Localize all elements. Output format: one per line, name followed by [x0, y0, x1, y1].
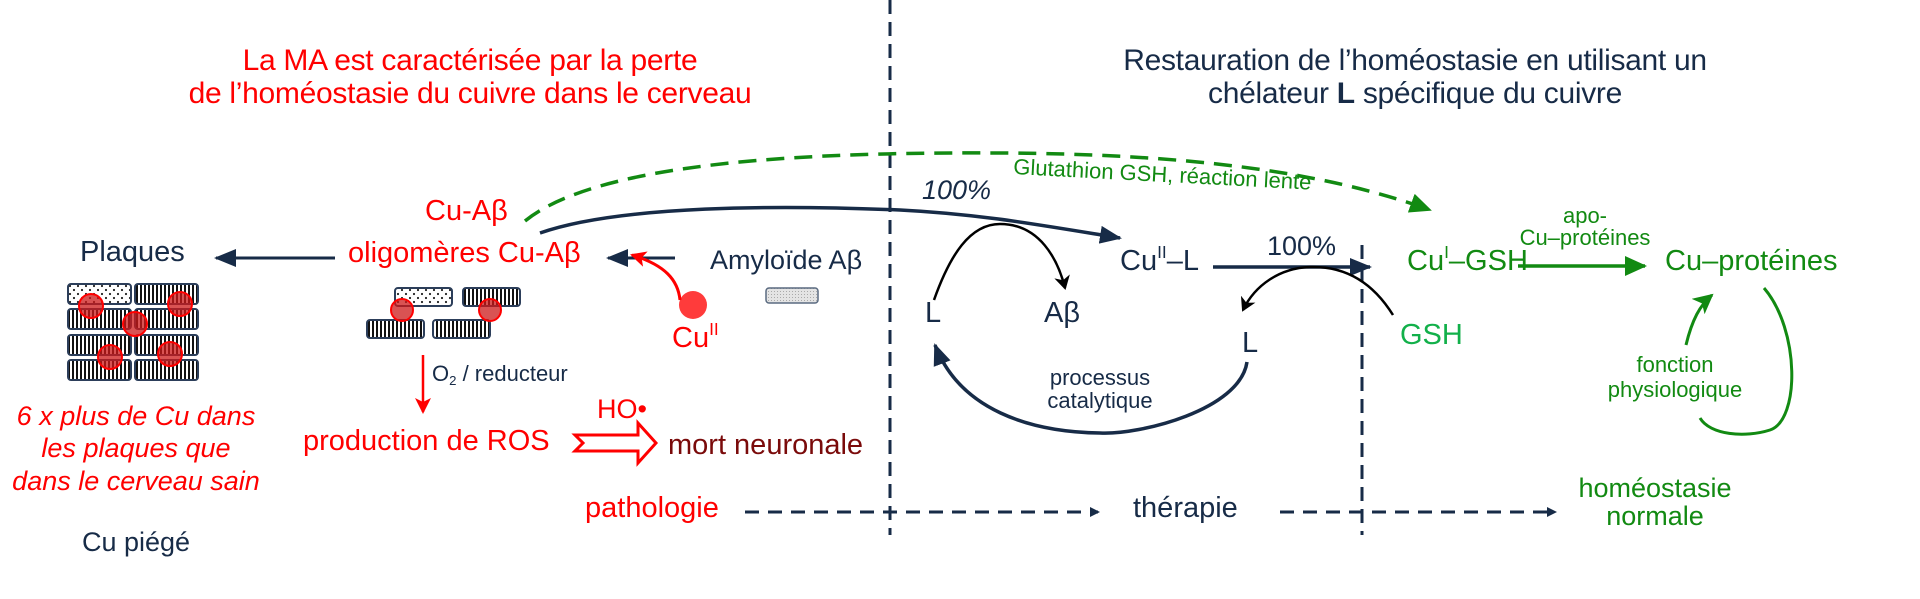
arrow-physiological-return: [1684, 293, 1714, 346]
amyloid-monomer-block: [765, 287, 819, 304]
left-title-line1: La MA est caractérisée par la perte: [242, 44, 698, 77]
right-title-line1: Restauration de l’homéostasie en utilisa…: [1123, 44, 1707, 77]
label-cu-abeta: Cu-Aβ: [425, 195, 508, 227]
copper-ion: [122, 311, 148, 337]
arrow-cu-abeta-to-cu-l: [539, 205, 1122, 244]
label-pathology: pathologie: [585, 492, 719, 524]
label-neuronal-death: mort neuronale: [668, 429, 864, 461]
oligomers-illustration: [366, 287, 521, 339]
label-hydroxyl-radical: HO•: [597, 394, 647, 424]
label-ros-production: production de ROS: [303, 425, 550, 457]
left-title: La MA est caractérisée par la perte de l…: [150, 44, 790, 110]
label-pct-mid: 100%: [1267, 231, 1337, 261]
label-l-left: L: [925, 297, 942, 329]
label-o2-reducer: O2 / reducteur: [432, 361, 568, 388]
left-title-line2: de l’homéostasie du cuivre dans le cerve…: [188, 77, 752, 110]
arrow-gsh-releases-l: [1240, 265, 1395, 316]
label-therapy: thérapie: [1133, 492, 1238, 524]
copper-ion: [390, 298, 414, 322]
label-cu-ii-l: CuII–L: [1120, 241, 1200, 277]
label-plaques: Plaques: [80, 236, 185, 268]
arrow-cu-binding: [630, 251, 682, 301]
label-physiological-function: fonction physiologique: [1607, 352, 1743, 403]
plaques-illustration: [67, 283, 199, 381]
hollow-arrow-ho: [571, 419, 659, 467]
right-title-line2: chélateur L spécifique du cuivre: [1208, 77, 1622, 110]
arrow-catalytic-cycle: [933, 343, 1249, 435]
label-cu-ii: CuII: [672, 318, 719, 354]
copper-ion: [167, 291, 193, 317]
label-cu-proteins: Cu–protéines: [1665, 245, 1838, 277]
label-gsh: GSH: [1400, 319, 1463, 351]
copper-ii-ball: [679, 291, 707, 319]
right-title: Restauration de l’homéostasie en utilisa…: [1100, 44, 1730, 110]
label-abeta: Aβ: [1044, 297, 1081, 329]
label-oligomers: oligomères Cu-Aβ: [348, 237, 581, 269]
label-trapped-cu: Cu piégé: [81, 527, 191, 557]
plaques-note: 6 x plus de Cu dans les plaques que dans…: [12, 401, 260, 496]
label-l-right: L: [1242, 327, 1259, 359]
label-normal-homeostasis: homéostasie normale: [1578, 473, 1732, 532]
copper-ion: [478, 298, 502, 322]
label-apo-cu-proteins: apo- Cu–protéines: [1519, 203, 1651, 250]
copper-ion: [157, 341, 183, 367]
label-cu-i-gsh: CuI–GSH: [1407, 241, 1528, 277]
copper-ion: [97, 344, 123, 370]
chelator-symbol: L: [1336, 77, 1355, 110]
arrow-physiological-cycle: [1698, 287, 1794, 436]
arrow-l-to-abeta: [932, 222, 1070, 301]
label-amyloid: Amyloïde Aβ: [710, 245, 863, 275]
copper-ion: [78, 293, 104, 319]
label-catalytic-process: processus catalytique: [1047, 365, 1153, 414]
label-pct-top: 100%: [922, 175, 992, 205]
arrow-glutathione-slow: [523, 151, 1432, 223]
